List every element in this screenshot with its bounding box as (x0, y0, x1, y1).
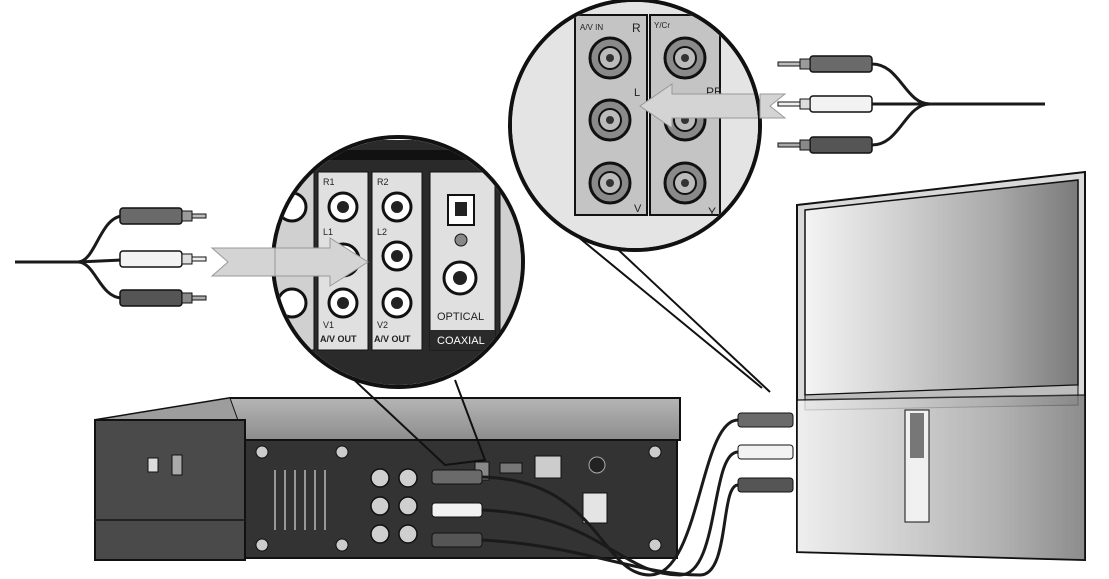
left-cable-bundle (15, 207, 207, 307)
jack-label: V2 (377, 320, 388, 330)
jack-label: V1 (323, 320, 334, 330)
media-player-icon (94, 397, 681, 561)
rca-plug-icon (777, 95, 873, 113)
tv-label: Y (708, 205, 716, 219)
box-to-tv-cables (481, 418, 739, 577)
zoom-pointers (349, 221, 771, 467)
rca-plug-icon (119, 207, 207, 225)
jack-label: R1 (323, 177, 335, 187)
tv-icon (737, 170, 1086, 562)
tv-label: R (632, 21, 641, 35)
rca-plug-icon (777, 136, 873, 154)
jack-label: R2 (377, 177, 389, 187)
arrow-icon (639, 83, 758, 129)
coaxial-label: COAXIAL (437, 335, 485, 347)
jack-label: L1 (323, 227, 333, 237)
rca-plug-icon (777, 55, 873, 73)
tv-input-zoom: A/V IN R L V Y/Cr PB Y (508, 0, 787, 252)
group-label: A/V OUT (320, 334, 357, 344)
optical-label: OPTICAL (437, 311, 484, 323)
arrow-icon (275, 237, 369, 287)
rca-plug-icon (119, 289, 207, 307)
rca-plug-icon (119, 250, 207, 268)
tv-label: A/V IN (580, 23, 603, 32)
group-label: A/V OUT (374, 334, 411, 344)
media-box-zoom: R1 L1 V1 R2 L2 V2 A/V OUT A/V OUT OPTICA… (210, 135, 525, 389)
tv-label: V (634, 203, 642, 215)
right-cable-bundle (777, 55, 1045, 154)
jack-label: L2 (377, 227, 387, 237)
tv-label: L (634, 87, 640, 99)
tv-label: Y/Cr (654, 21, 670, 30)
